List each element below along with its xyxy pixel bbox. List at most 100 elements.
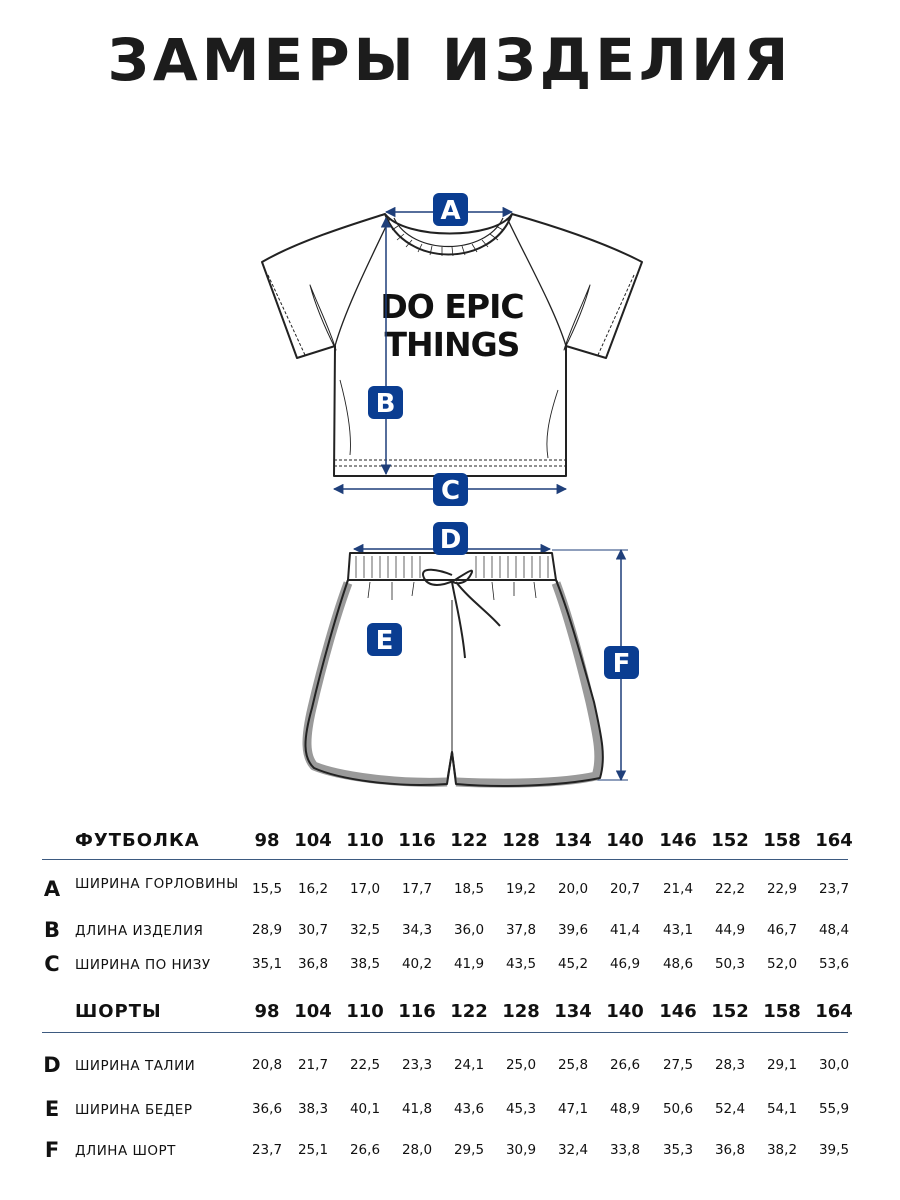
badge-e: E [367,623,402,656]
size-header-cell: 140 [606,1001,644,1022]
table-cell: 23,7 [818,881,850,897]
size-header-cell: 110 [346,1001,384,1022]
size-header-cell: 128 [502,1001,540,1022]
table-cell: 39,5 [818,1142,850,1158]
table-cell: 39,6 [557,922,589,938]
size-header-cell: 134 [554,830,592,851]
table-cell: 22,2 [714,881,746,897]
badge-f: F [604,646,639,679]
row-letter: F [44,1138,60,1162]
table-cell: 28,9 [251,922,283,938]
table-cell: 50,3 [714,956,746,972]
table-cell: 20,8 [251,1057,283,1073]
table-cell: 25,0 [505,1057,537,1073]
svg-text:B: B [376,389,396,419]
table-cell: 40,1 [349,1101,381,1117]
table-cell: 38,2 [766,1142,798,1158]
table-cell: 22,9 [766,881,798,897]
table-cell: 17,7 [401,881,433,897]
table-cell: 32,4 [557,1142,589,1158]
table-cell: 30,9 [505,1142,537,1158]
size-header-cell: 158 [763,830,801,851]
table-cell: 45,2 [557,956,589,972]
badge-a: A [433,193,468,226]
size-header-cell: 116 [398,1001,436,1022]
badge-c: C [433,473,468,506]
size-header-cell: 140 [606,830,644,851]
size-header-cell: 110 [346,830,384,851]
svg-text:D: D [440,525,462,555]
table-cell: 25,1 [297,1142,329,1158]
table-cell: 45,3 [505,1101,537,1117]
tshirt-table-title: ФУТБОЛКА [75,830,200,851]
size-header-cell: 146 [659,830,697,851]
table-cell: 26,6 [349,1142,381,1158]
size-header-cell: 134 [554,1001,592,1022]
table-cell: 24,1 [453,1057,485,1073]
shorts-table-rule [42,1032,848,1033]
size-header-cell: 122 [450,1001,488,1022]
table-cell: 17,0 [349,881,381,897]
table-cell: 29,5 [453,1142,485,1158]
row-label: ШИРИНА ТАЛИИ [75,1058,196,1074]
table-cell: 55,9 [818,1101,850,1117]
table-cell: 21,7 [297,1057,329,1073]
svg-text:E: E [376,626,394,656]
table-cell: 20,0 [557,881,589,897]
table-cell: 29,1 [766,1057,798,1073]
size-header-cell: 104 [294,830,332,851]
table-cell: 36,6 [251,1101,283,1117]
table-cell: 41,4 [609,922,641,938]
table-cell: 20,7 [609,881,641,897]
size-header-cell: 128 [502,830,540,851]
table-cell: 44,9 [714,922,746,938]
table-cell: 36,8 [714,1142,746,1158]
table-cell: 43,6 [453,1101,485,1117]
table-cell: 28,0 [401,1142,433,1158]
table-cell: 54,1 [766,1101,798,1117]
table-cell: 25,8 [557,1057,589,1073]
row-label: ШИРИНА БЕДЕР [75,1102,193,1118]
tshirt-drawing [261,213,643,477]
table-cell: 16,2 [297,881,329,897]
table-cell: 50,6 [662,1101,694,1117]
size-header-cell: 164 [815,830,853,851]
size-header-cell: 146 [659,1001,697,1022]
row-letter: A [43,877,61,901]
table-cell: 53,6 [818,956,850,972]
row-letter: E [44,1097,60,1121]
size-header-cell: 152 [711,1001,749,1022]
tshirt-print-line-1: DO EPIC [380,287,523,326]
table-cell: 48,4 [818,922,850,938]
table-cell: 27,5 [662,1057,694,1073]
size-header-cell: 158 [763,1001,801,1022]
row-letter: D [43,1053,61,1077]
table-cell: 52,4 [714,1101,746,1117]
table-cell: 36,8 [297,956,329,972]
shorts-table-title: ШОРТЫ [75,1001,162,1022]
table-cell: 41,9 [453,956,485,972]
table-cell: 34,3 [401,922,433,938]
table-cell: 48,9 [609,1101,641,1117]
table-cell: 48,6 [662,956,694,972]
table-cell: 30,7 [297,922,329,938]
table-cell: 35,3 [662,1142,694,1158]
table-cell: 32,5 [349,922,381,938]
table-cell: 33,8 [609,1142,641,1158]
table-cell: 47,1 [557,1101,589,1117]
collar-ribbing [391,225,504,257]
size-header-cell: 104 [294,1001,332,1022]
table-cell: 23,7 [251,1142,283,1158]
badge-d: D [433,522,468,555]
row-label: ДЛИНА ШОРТ [75,1143,176,1159]
table-cell: 22,5 [349,1057,381,1073]
row-label: ШИРИНА ГОРЛОВИНЫ [75,876,239,892]
waistband-ribbing [355,556,549,578]
table-cell: 15,5 [251,881,283,897]
table-cell: 38,3 [297,1101,329,1117]
table-cell: 52,0 [766,956,798,972]
table-cell: 18,5 [453,881,485,897]
table-cell: 43,1 [662,922,694,938]
